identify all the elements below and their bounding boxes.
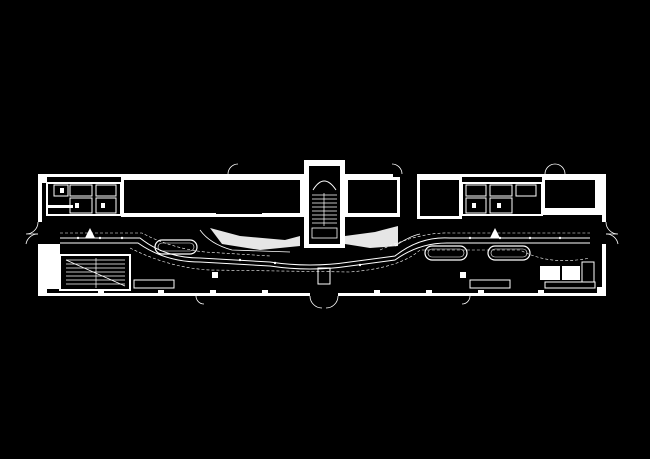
central-stair-tower [304, 160, 345, 248]
right-wing-rooms [345, 177, 602, 219]
exterior-walls [38, 174, 606, 296]
left-wing-rooms [46, 177, 304, 217]
lower-left-stair [42, 244, 131, 291]
door-swings [25, 163, 619, 309]
circulation-paths [60, 229, 591, 273]
oval-platforms [154, 239, 531, 261]
interior-islands [133, 226, 596, 289]
path-markers [76, 228, 562, 267]
